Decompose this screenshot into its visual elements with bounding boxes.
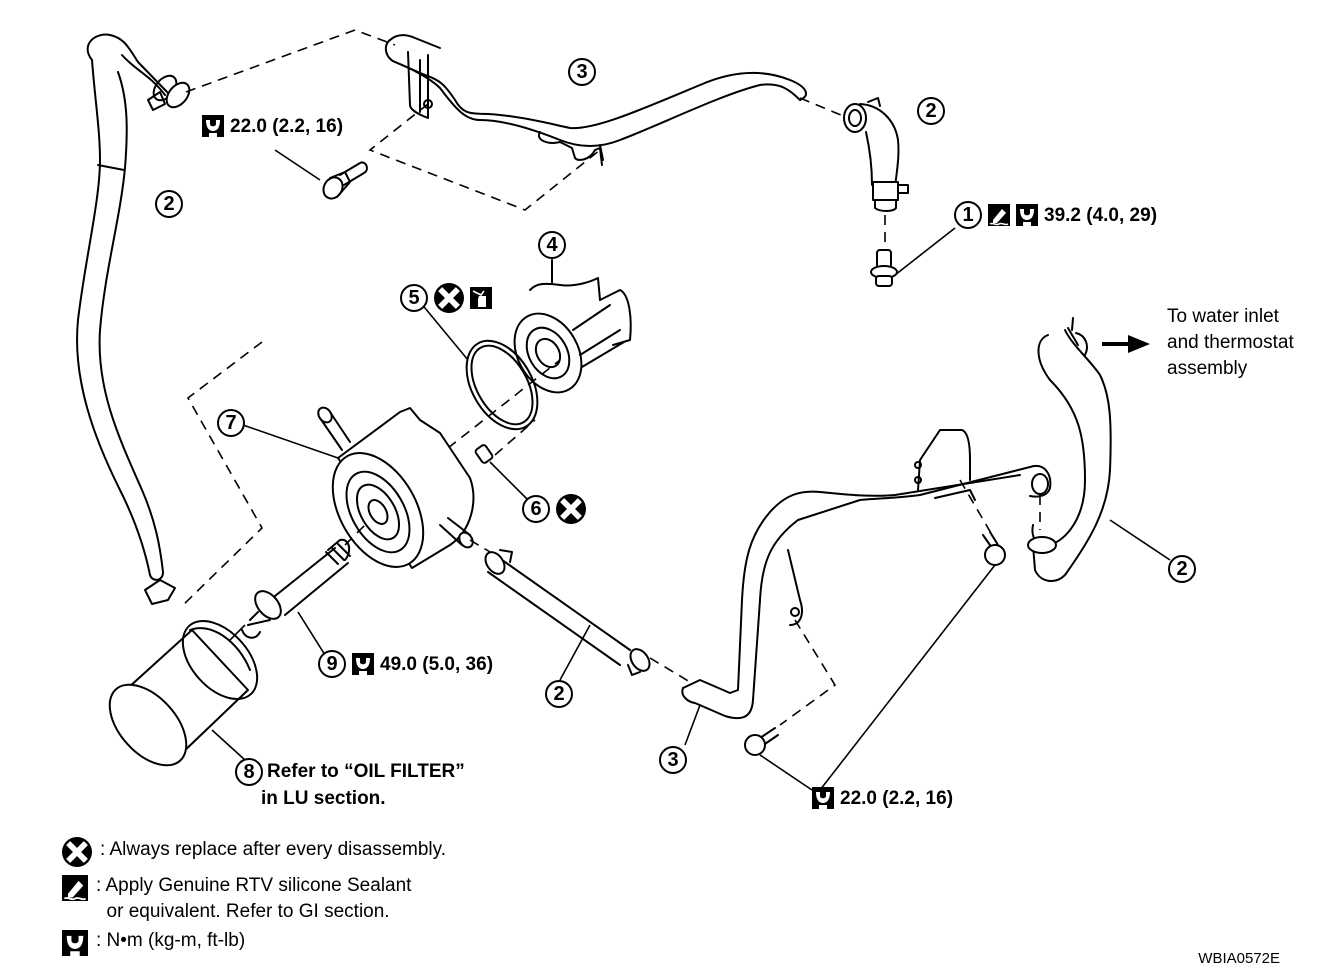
oil-filter <box>108 620 259 767</box>
always-replace-icon <box>556 494 586 524</box>
torque-wrench-icon <box>1016 204 1038 226</box>
part-number-2-left: 2 <box>155 190 183 218</box>
water-connector-housing <box>513 259 632 394</box>
top-bolt <box>322 161 368 200</box>
always-replace-icon <box>62 837 92 867</box>
lower-middle-hose <box>484 549 651 676</box>
torque-wrench-icon <box>202 115 224 137</box>
lower-bolt-left <box>744 727 779 756</box>
legend-item-replace: : Always replace after every disassembly… <box>62 837 446 867</box>
item-8-note: 8 Refer to “OIL FILTER” in LU section. <box>235 758 465 812</box>
item-5-label: 5 <box>400 283 492 313</box>
part-number-3-lower: 3 <box>659 746 687 774</box>
top-bolt-torque-label: 22.0 (2.2, 16) <box>202 115 343 137</box>
part-number-3-top: 3 <box>568 58 596 86</box>
item-9-torque-label: 9 49.0 (5.0, 36) <box>318 650 493 678</box>
item-6-label: 6 <box>522 494 586 524</box>
legend-item-sealant: : Apply Genuine RTV silicone Sealant or … <box>62 873 411 925</box>
torque-wrench-icon <box>352 653 374 675</box>
part-number-2-lower: 2 <box>545 680 573 708</box>
figure-id: WBIA0572E <box>1198 950 1280 967</box>
part-number-2-right: 2 <box>1168 555 1196 583</box>
item-1-torque-label: 1 39.2 (4.0, 29) <box>954 201 1157 229</box>
part-number-4: 4 <box>538 231 566 259</box>
water-inlet-note: To water inlet and thermostat assembly <box>1167 306 1294 379</box>
torque-wrench-icon <box>62 930 88 956</box>
left-water-hose <box>76 33 191 605</box>
rtv-sealant-icon <box>62 875 88 901</box>
oil-cooler <box>317 406 475 569</box>
rtv-sealant-icon <box>988 204 1010 226</box>
part-number-7: 7 <box>217 409 245 437</box>
lower-bolt-right <box>982 531 1006 566</box>
arrow-right-icon <box>1102 335 1150 353</box>
oil-can-icon <box>470 287 492 309</box>
connector-pin <box>474 444 494 464</box>
torque-wrench-icon <box>812 787 834 809</box>
o-ring <box>465 339 539 431</box>
bottom-bolt-torque-label: 22.0 (2.2, 16) <box>812 787 953 809</box>
connection-line <box>185 29 396 93</box>
top-water-pipe <box>384 34 808 166</box>
always-replace-icon <box>434 283 464 313</box>
part-number-2-top-right: 2 <box>917 97 945 125</box>
connector-bolt <box>241 538 351 639</box>
right-water-hose <box>1027 317 1112 582</box>
legend-item-torque: : N•m (kg-m, ft-lb) <box>62 928 245 956</box>
upper-right-elbow-hose <box>843 97 909 287</box>
lower-water-pipe <box>681 429 1052 720</box>
